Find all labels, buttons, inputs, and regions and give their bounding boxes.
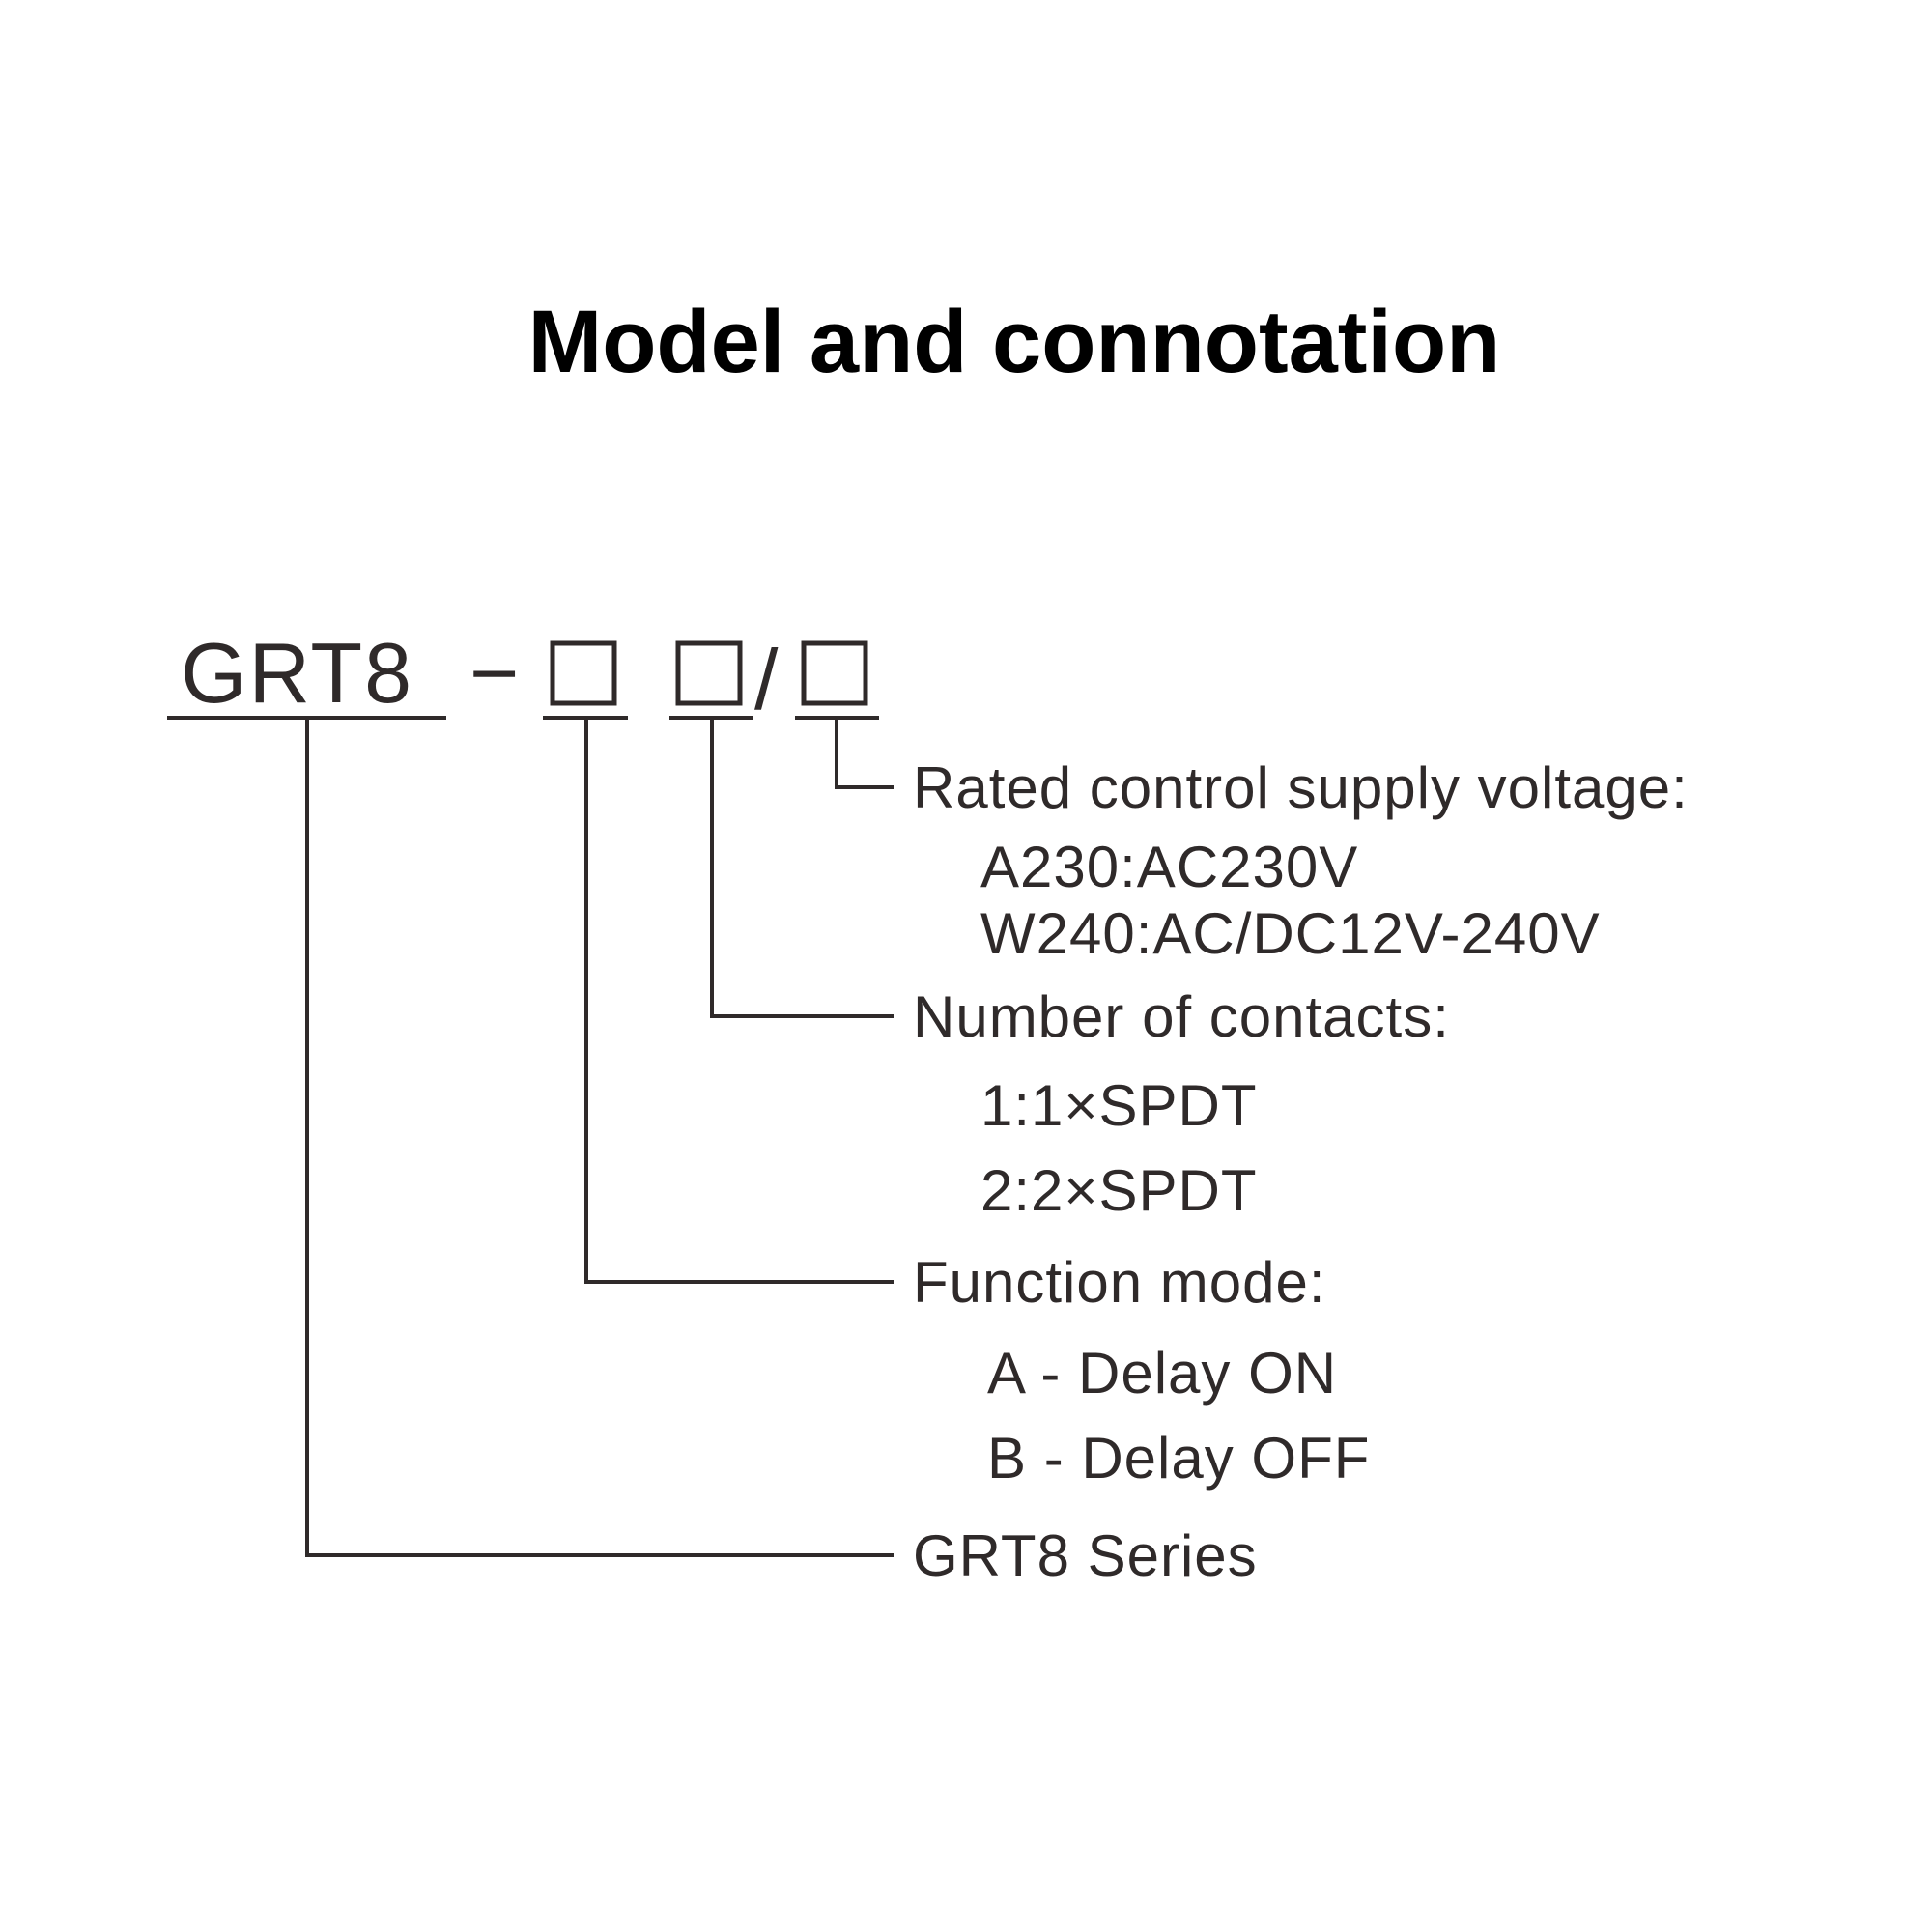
function-option: B - Delay OFF [987, 1426, 1370, 1491]
model-dash: − [469, 625, 521, 721]
contacts-option: 2:2×SPDT [980, 1158, 1257, 1223]
page-title: Model and connotation [528, 293, 1501, 391]
series-heading: GRT8 Series [913, 1523, 1258, 1588]
model-prefix: GRT8 [181, 625, 413, 721]
series-connector [305, 718, 894, 1557]
function-connector [584, 718, 894, 1284]
function-heading: Function mode: [913, 1250, 1326, 1315]
function-mode-placeholder-box [550, 640, 617, 706]
voltage-option: W240:AC/DC12V-240V [980, 901, 1601, 966]
model-slash: / [754, 632, 780, 727]
contacts-connector [710, 718, 894, 1018]
voltage-heading: Rated control supply voltage: [913, 755, 1689, 820]
voltage-connector [835, 718, 894, 789]
function-option: A - Delay ON [987, 1341, 1337, 1406]
voltage-placeholder-box [801, 640, 868, 706]
contacts-heading: Number of contacts: [913, 984, 1450, 1049]
contacts-option: 1:1×SPDT [980, 1073, 1257, 1138]
contacts-placeholder-box [675, 640, 743, 706]
voltage-option: A230:AC230V [980, 835, 1358, 899]
